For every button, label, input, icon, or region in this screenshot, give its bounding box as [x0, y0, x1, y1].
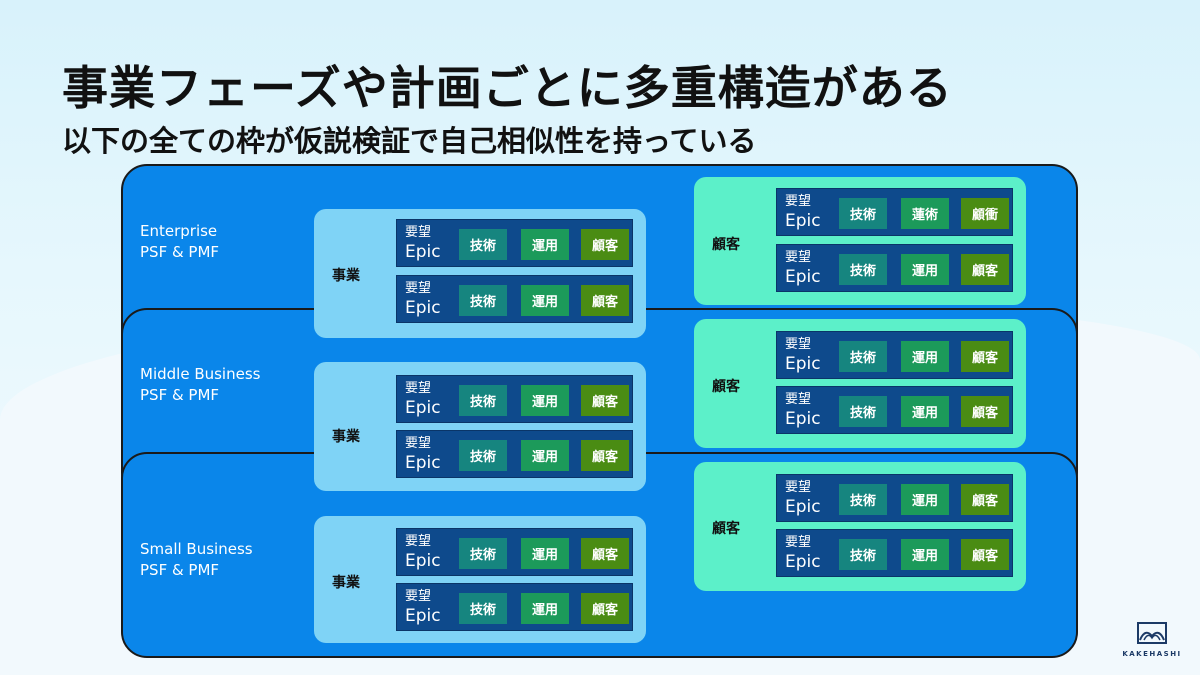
bridge-logo-icon	[1137, 622, 1167, 644]
chip-tech: 技術	[459, 593, 507, 624]
chip-customer: 顧衝	[961, 198, 1009, 229]
chip-customer: 顧客	[961, 484, 1009, 515]
chip-ops: 運用	[901, 396, 949, 427]
band-name: Enterprise	[140, 222, 218, 240]
band-sub: PSF & PMF	[140, 561, 220, 579]
band-label-enterprise: Enterprise PSF & PMF	[140, 221, 219, 263]
chip-customer: 顧客	[961, 341, 1009, 372]
chip-tech: 技術	[459, 285, 507, 316]
band-name: Middle Business	[140, 365, 261, 383]
band-sub: PSF & PMF	[140, 386, 220, 404]
logo-text: KAKEHASHI	[1122, 650, 1182, 658]
customer-label: 顧客	[712, 521, 740, 537]
band-label-small-business: Small Business PSF & PMF	[140, 539, 253, 581]
kakehashi-logo: KAKEHASHI	[1122, 622, 1182, 658]
business-label: 事業	[332, 575, 360, 591]
chip-ops: 運用	[521, 593, 569, 624]
page-subtitle: 以下の全ての枠が仮説検証で自己相似性を持っている	[62, 124, 757, 158]
chip-ops: 運用	[521, 285, 569, 316]
business-label: 事業	[332, 268, 360, 284]
chip-ops: 運用	[521, 385, 569, 416]
chip-customer: 顧客	[961, 396, 1009, 427]
chip-tech: 技術	[839, 539, 887, 570]
chip-tech: 技術	[839, 396, 887, 427]
chip-tech: 技術	[459, 440, 507, 471]
chip-ops: 運用	[521, 538, 569, 569]
chip-tech: 技術	[839, 254, 887, 285]
band-name: Small Business	[140, 540, 253, 558]
chip-tech: 技術	[459, 385, 507, 416]
chip-ops: 運用	[521, 440, 569, 471]
chip-tech: 技術	[839, 341, 887, 372]
chip-customer: 顧客	[581, 440, 629, 471]
chip-ops: 運用	[901, 539, 949, 570]
chip-customer: 顧客	[581, 285, 629, 316]
business-label: 事業	[332, 429, 360, 445]
band-label-middle-business: Middle Business PSF & PMF	[140, 364, 260, 406]
chip-customer: 顧客	[581, 385, 629, 416]
chip-ops: 運用	[901, 341, 949, 372]
page-title: 事業フェーズや計画ごとに多重構造がある	[62, 61, 953, 115]
customer-label: 顧客	[712, 237, 740, 253]
chip-customer: 顧客	[961, 539, 1009, 570]
chip-ops: 運用	[901, 484, 949, 515]
chip-tech: 技術	[459, 229, 507, 260]
chip-tech: 技術	[459, 538, 507, 569]
customer-label: 顧客	[712, 379, 740, 395]
chip-customer: 顧客	[581, 229, 629, 260]
chip-customer: 顧客	[581, 593, 629, 624]
chip-ops: 運用	[901, 254, 949, 285]
chip-customer: 顧客	[961, 254, 1009, 285]
chip-tech: 技術	[839, 484, 887, 515]
chip-customer: 顧客	[581, 538, 629, 569]
chip-ops: 蓮術	[901, 198, 949, 229]
chip-ops: 運用	[521, 229, 569, 260]
band-sub: PSF & PMF	[140, 243, 220, 261]
chip-tech: 技術	[839, 198, 887, 229]
